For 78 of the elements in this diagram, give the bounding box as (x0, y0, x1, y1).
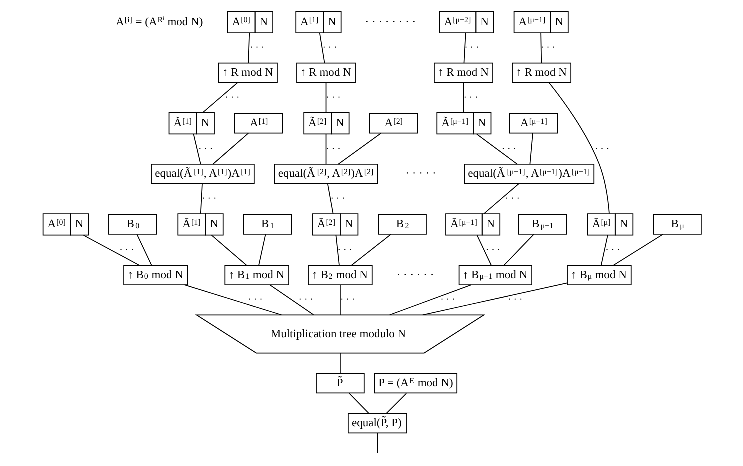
connector (202, 82, 238, 114)
node-box: P̃ (316, 373, 365, 394)
connector (422, 282, 568, 316)
edge-label: · · · (540, 42, 556, 54)
edge-label: · · · (440, 294, 456, 306)
node-box: B1 (243, 214, 292, 235)
node-box: B0 (108, 214, 158, 235)
node-box: ↑ Bμ mod N (567, 265, 632, 286)
edge-label: · · · (502, 144, 517, 155)
connector (136, 234, 152, 266)
edge-label: · · · (322, 42, 338, 54)
connector (211, 235, 248, 266)
connector (463, 82, 464, 114)
connector (530, 132, 534, 165)
connector (184, 284, 282, 316)
edge-label: · · · (198, 144, 214, 155)
node-box: equal(P̃, P) (348, 413, 408, 434)
edge-label: · · · (250, 42, 265, 54)
node-box: B2 (378, 214, 427, 235)
edge-label: · · · (338, 244, 352, 256)
connector (476, 134, 518, 165)
connector (212, 132, 250, 165)
connector (319, 32, 326, 64)
connector (270, 284, 314, 316)
connector (349, 393, 370, 414)
node-box: ↑ B0 mod N (124, 265, 188, 286)
edge-label: · · · (505, 193, 520, 204)
node-box: ↑ B2 mod N (308, 265, 373, 286)
edge-label: · · · (464, 92, 478, 104)
connector (83, 235, 140, 266)
connector (351, 234, 392, 266)
edge-label: · · · (248, 294, 263, 306)
connector (476, 235, 492, 266)
connector (389, 284, 472, 316)
node-box: ↑ R mod N (512, 62, 572, 84)
connector (326, 82, 327, 114)
connector (613, 234, 664, 266)
label: · · · · · (406, 168, 436, 180)
node-box: Bμ (653, 214, 702, 235)
edge-label: · · · (225, 92, 240, 104)
connector (258, 234, 266, 266)
label: · · · · · · · · (365, 16, 416, 28)
edge-label: · · · (508, 294, 523, 306)
label: · · · · · · (396, 269, 434, 282)
connector (327, 184, 334, 214)
connector (326, 134, 327, 165)
connector (340, 284, 341, 316)
edge-label: · · · (595, 144, 610, 155)
connector (336, 235, 340, 266)
edge-label: · · · (606, 244, 620, 256)
node-box: ↑ B1 mod N (224, 265, 290, 286)
edge-label: · · · (202, 193, 217, 204)
connector (600, 235, 608, 266)
edge-label: · · · (298, 294, 314, 306)
edge-label: · · · (120, 244, 134, 256)
connector (464, 32, 466, 64)
edge-label: · · · (340, 294, 356, 306)
connector (484, 184, 520, 214)
edge-label: · · · (326, 144, 341, 155)
connector (200, 184, 203, 214)
node-box: Bμ−1 (518, 214, 568, 235)
edge-label: · · · (330, 193, 346, 204)
connector (504, 234, 534, 266)
connector (340, 352, 341, 374)
edge-label: · · · (326, 92, 341, 104)
node-box: ↑ Bμ−1 mod N (458, 265, 532, 286)
connector (548, 82, 610, 214)
connector (540, 32, 542, 64)
connector (248, 32, 250, 64)
connector (193, 134, 202, 165)
node-box: ↑ R mod N (296, 62, 356, 84)
node-box: ↑ R mod N (434, 62, 494, 84)
connector (338, 132, 382, 165)
edge-label: · · · (486, 244, 501, 256)
node-box: ↑ R mod N (218, 62, 278, 84)
connector (377, 432, 378, 454)
edge-label: · · · (464, 42, 480, 54)
connector (386, 393, 408, 414)
